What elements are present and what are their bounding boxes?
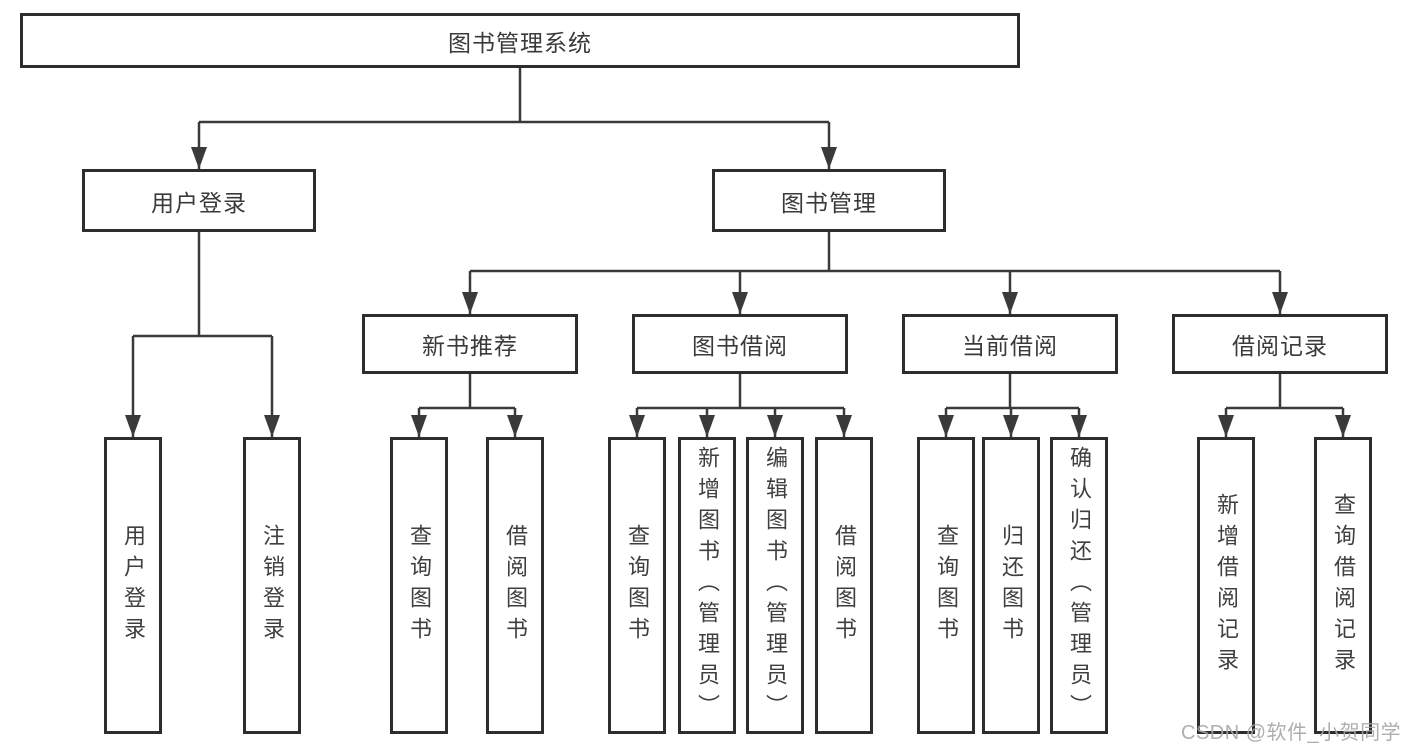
node-new-book-recommendation-label: 新书推荐 [422, 333, 518, 359]
leaf-current-return-books-label: 归还图书 [999, 523, 1024, 648]
node-current-borrowing: 当前借阅 [902, 314, 1118, 374]
leaf-borrowing-add-books-admin: 新增图书（管理员） [678, 437, 736, 734]
node-user-login-label: 用户登录 [151, 189, 247, 216]
arrowheads [125, 147, 1351, 437]
csdn-watermark: CSDN @软件_小贺同学 [1181, 722, 1402, 744]
node-book-borrowing: 图书借阅 [632, 314, 848, 374]
node-current-borrowing-label: 当前借阅 [962, 333, 1058, 359]
node-borrowing-records-label: 借阅记录 [1232, 333, 1328, 359]
leaf-current-query-books: 查询图书 [917, 437, 975, 734]
leaf-borrowing-query-books-label: 查询图书 [625, 523, 650, 648]
leaf-current-query-books-label: 查询图书 [934, 523, 959, 648]
leaf-borrowing-borrow-books-label: 借阅图书 [832, 523, 857, 648]
leaf-newbook-query-books: 查询图书 [390, 437, 448, 734]
leaf-borrowing-edit-books-admin-label: 编辑图书（管理员） [763, 446, 788, 725]
leaf-newbook-borrow-books: 借阅图书 [486, 437, 544, 734]
node-new-book-recommendation: 新书推荐 [362, 314, 578, 374]
node-library-system: 图书管理系统 [20, 13, 1020, 68]
leaf-borrowing-borrow-books: 借阅图书 [815, 437, 873, 734]
leaf-current-confirm-return-admin-label: 确认归还（管理员） [1067, 446, 1092, 725]
node-book-borrowing-label: 图书借阅 [692, 333, 788, 359]
leaf-current-confirm-return-admin: 确认归还（管理员） [1050, 437, 1108, 734]
leaf-records-add-record: 新增借阅记录 [1197, 437, 1255, 734]
leaf-current-return-books: 归还图书 [982, 437, 1040, 734]
leaf-logout-login-label: 注销登录 [260, 523, 285, 648]
leaf-borrowing-query-books: 查询图书 [608, 437, 666, 734]
leaf-records-query-record-label: 查询借阅记录 [1331, 492, 1356, 679]
node-book-management-label: 图书管理 [781, 189, 877, 216]
leaf-newbook-borrow-books-label: 借阅图书 [503, 523, 528, 648]
leaf-borrowing-edit-books-admin: 编辑图书（管理员） [746, 437, 804, 734]
leaf-user-login: 用户登录 [104, 437, 162, 734]
node-user-login: 用户登录 [82, 169, 316, 232]
leaf-records-query-record: 查询借阅记录 [1314, 437, 1372, 734]
node-borrowing-records: 借阅记录 [1172, 314, 1388, 374]
leaf-user-login-label: 用户登录 [121, 523, 146, 648]
leaf-records-add-record-label: 新增借阅记录 [1214, 492, 1239, 679]
node-book-management: 图书管理 [712, 169, 946, 232]
leaf-newbook-query-books-label: 查询图书 [407, 523, 432, 648]
node-library-system-label: 图书管理系统 [448, 29, 592, 56]
leaf-logout-login: 注销登录 [243, 437, 301, 734]
leaf-borrowing-add-books-admin-label: 新增图书（管理员） [695, 446, 720, 725]
